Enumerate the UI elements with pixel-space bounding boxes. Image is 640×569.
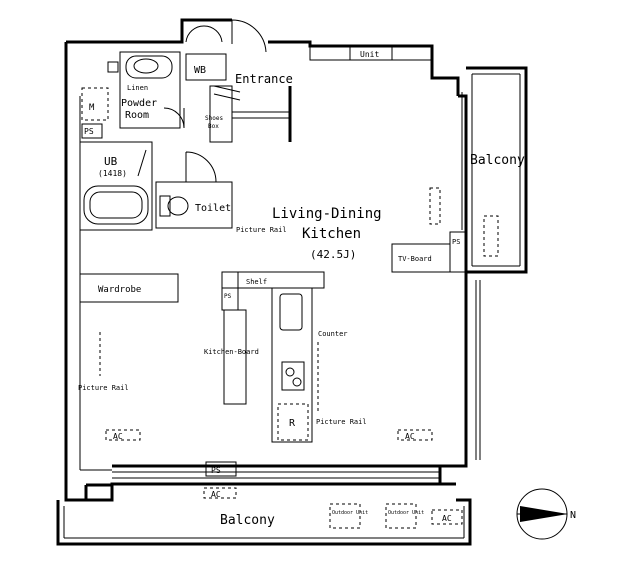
compass: N <box>516 488 576 540</box>
living-dining-kitchen: Living-Dining Kitchen (42.5J) <box>272 206 382 261</box>
shoes-box-label-2: Box <box>208 123 219 130</box>
shelf-label: Shelf <box>246 278 267 286</box>
living-size-label: (42.5J) <box>310 248 356 261</box>
outdoor-unit-label-1: Outdoor Unit <box>332 510 368 516</box>
air-conditioners: AC AC <box>105 429 433 441</box>
ps-label-3: PS <box>452 238 460 246</box>
linen-label: Linen <box>127 84 148 92</box>
balcony-south-label: Balcony <box>220 513 275 528</box>
powder-room-label-2: Room <box>125 110 149 121</box>
ps-label-1: PS <box>84 127 94 136</box>
east-balcony: Balcony <box>461 66 528 460</box>
ps-label-4: PS <box>211 466 221 475</box>
powder-room: Linen Powder Room M PS <box>81 51 185 139</box>
unit-shelf: Unit <box>309 45 433 61</box>
wardrobe-label: Wardrobe <box>98 285 141 295</box>
compass-north-label: N <box>570 510 576 521</box>
m-label: M <box>89 103 95 113</box>
ac-label-1: AC <box>113 432 123 441</box>
living-label-2: Kitchen <box>302 226 361 242</box>
kitchen-board-label: Kitchen-Board <box>204 348 259 356</box>
tv-board: TV-Board PS <box>391 187 467 273</box>
refrigerator-label: R <box>289 418 296 429</box>
counter-label: Counter <box>318 330 348 338</box>
picture-rail-label-1: Picture Rail <box>236 226 287 234</box>
outdoor-unit-label-2: Outdoor Unit <box>388 510 424 516</box>
entrance-area: WB Entrance Shoes Box <box>185 19 293 143</box>
picture-rail-label-3: Picture Rail <box>316 418 367 426</box>
bathroom-ub: UB (1418) <box>79 141 153 231</box>
ub-label: UB <box>104 155 118 168</box>
kitchen: Shelf PS Kitchen-Board R Counter Picture… <box>204 271 367 443</box>
ac-label-3: AC <box>211 490 221 499</box>
ac-label-2: AC <box>405 432 415 441</box>
wb-label: WB <box>194 65 206 76</box>
tv-board-label: TV-Board <box>398 255 432 263</box>
shoes-box-label-1: Shoes <box>205 115 223 122</box>
picture-rail-label-2: Picture Rail <box>78 384 129 392</box>
south-balcony: Balcony Outdoor Unit Outdoor Unit AC <box>56 498 472 546</box>
unit-label: Unit <box>360 50 379 59</box>
powder-room-label-1: Powder <box>121 98 157 109</box>
south-window: PS AC <box>112 461 440 499</box>
entrance-label: Entrance <box>235 72 293 86</box>
outer-walls <box>64 18 468 502</box>
toilet: Toilet Picture Rail <box>155 151 287 234</box>
living-label-1: Living-Dining <box>272 206 382 222</box>
toilet-label: Toilet <box>195 203 231 214</box>
ps-label-2: PS <box>224 293 232 300</box>
balcony-east-label: Balcony <box>470 153 525 168</box>
wardrobe: Wardrobe Picture Rail <box>78 273 179 392</box>
ub-size-label: (1418) <box>98 169 127 178</box>
ac-label-4: AC <box>442 514 452 523</box>
